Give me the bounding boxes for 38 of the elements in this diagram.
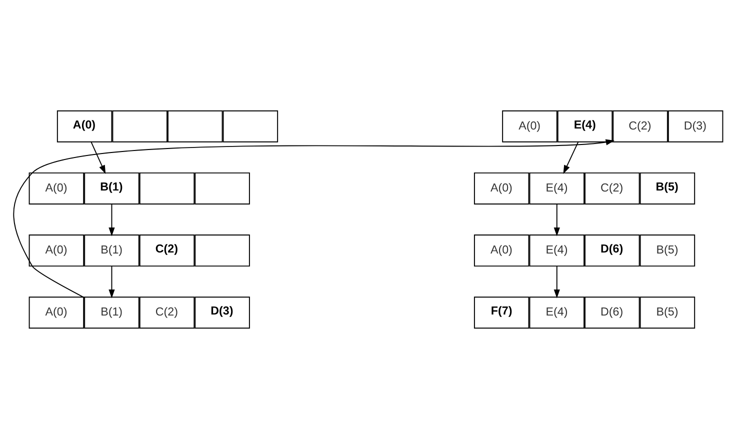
node-box: B(5) <box>640 296 696 329</box>
node-box: A(0) <box>28 172 84 204</box>
node-box: F(7) <box>474 296 530 329</box>
node-box: D(3) <box>668 110 724 142</box>
node-box: B(5) <box>640 234 696 267</box>
node-box: A(0) <box>474 172 530 204</box>
node-box <box>222 110 278 142</box>
arrow <box>90 141 106 174</box>
node-box: E(4) <box>529 296 585 329</box>
arrow <box>554 266 560 298</box>
node-box: E(4) <box>529 234 585 267</box>
node-box: E(4) <box>529 172 585 204</box>
arrow <box>108 266 115 298</box>
node-box: D(6) <box>584 296 640 329</box>
arrow <box>554 204 560 236</box>
node-box: B(1) <box>84 296 140 329</box>
arrow <box>563 141 579 174</box>
node-box: C(2) <box>584 172 640 204</box>
node-box <box>139 172 195 204</box>
node-box: B(5) <box>640 172 696 204</box>
node-box: D(3) <box>194 296 250 329</box>
node-box: C(2) <box>612 110 668 142</box>
node-box: A(0) <box>474 234 530 267</box>
node-box: B(1) <box>84 234 140 267</box>
node-box: A(0) <box>56 110 112 142</box>
node-box: C(2) <box>139 296 195 329</box>
node-box: A(0) <box>28 234 84 267</box>
node-box <box>194 172 250 204</box>
node-box: D(6) <box>584 234 640 267</box>
node-box <box>194 234 250 267</box>
node-box: C(2) <box>139 234 195 267</box>
node-box <box>112 110 168 142</box>
node-box: A(0) <box>28 296 84 329</box>
node-box: B(1) <box>84 172 140 204</box>
node-box <box>168 110 223 142</box>
arrow <box>108 204 115 236</box>
node-box: E(4) <box>557 110 613 142</box>
node-box: A(0) <box>502 110 558 142</box>
